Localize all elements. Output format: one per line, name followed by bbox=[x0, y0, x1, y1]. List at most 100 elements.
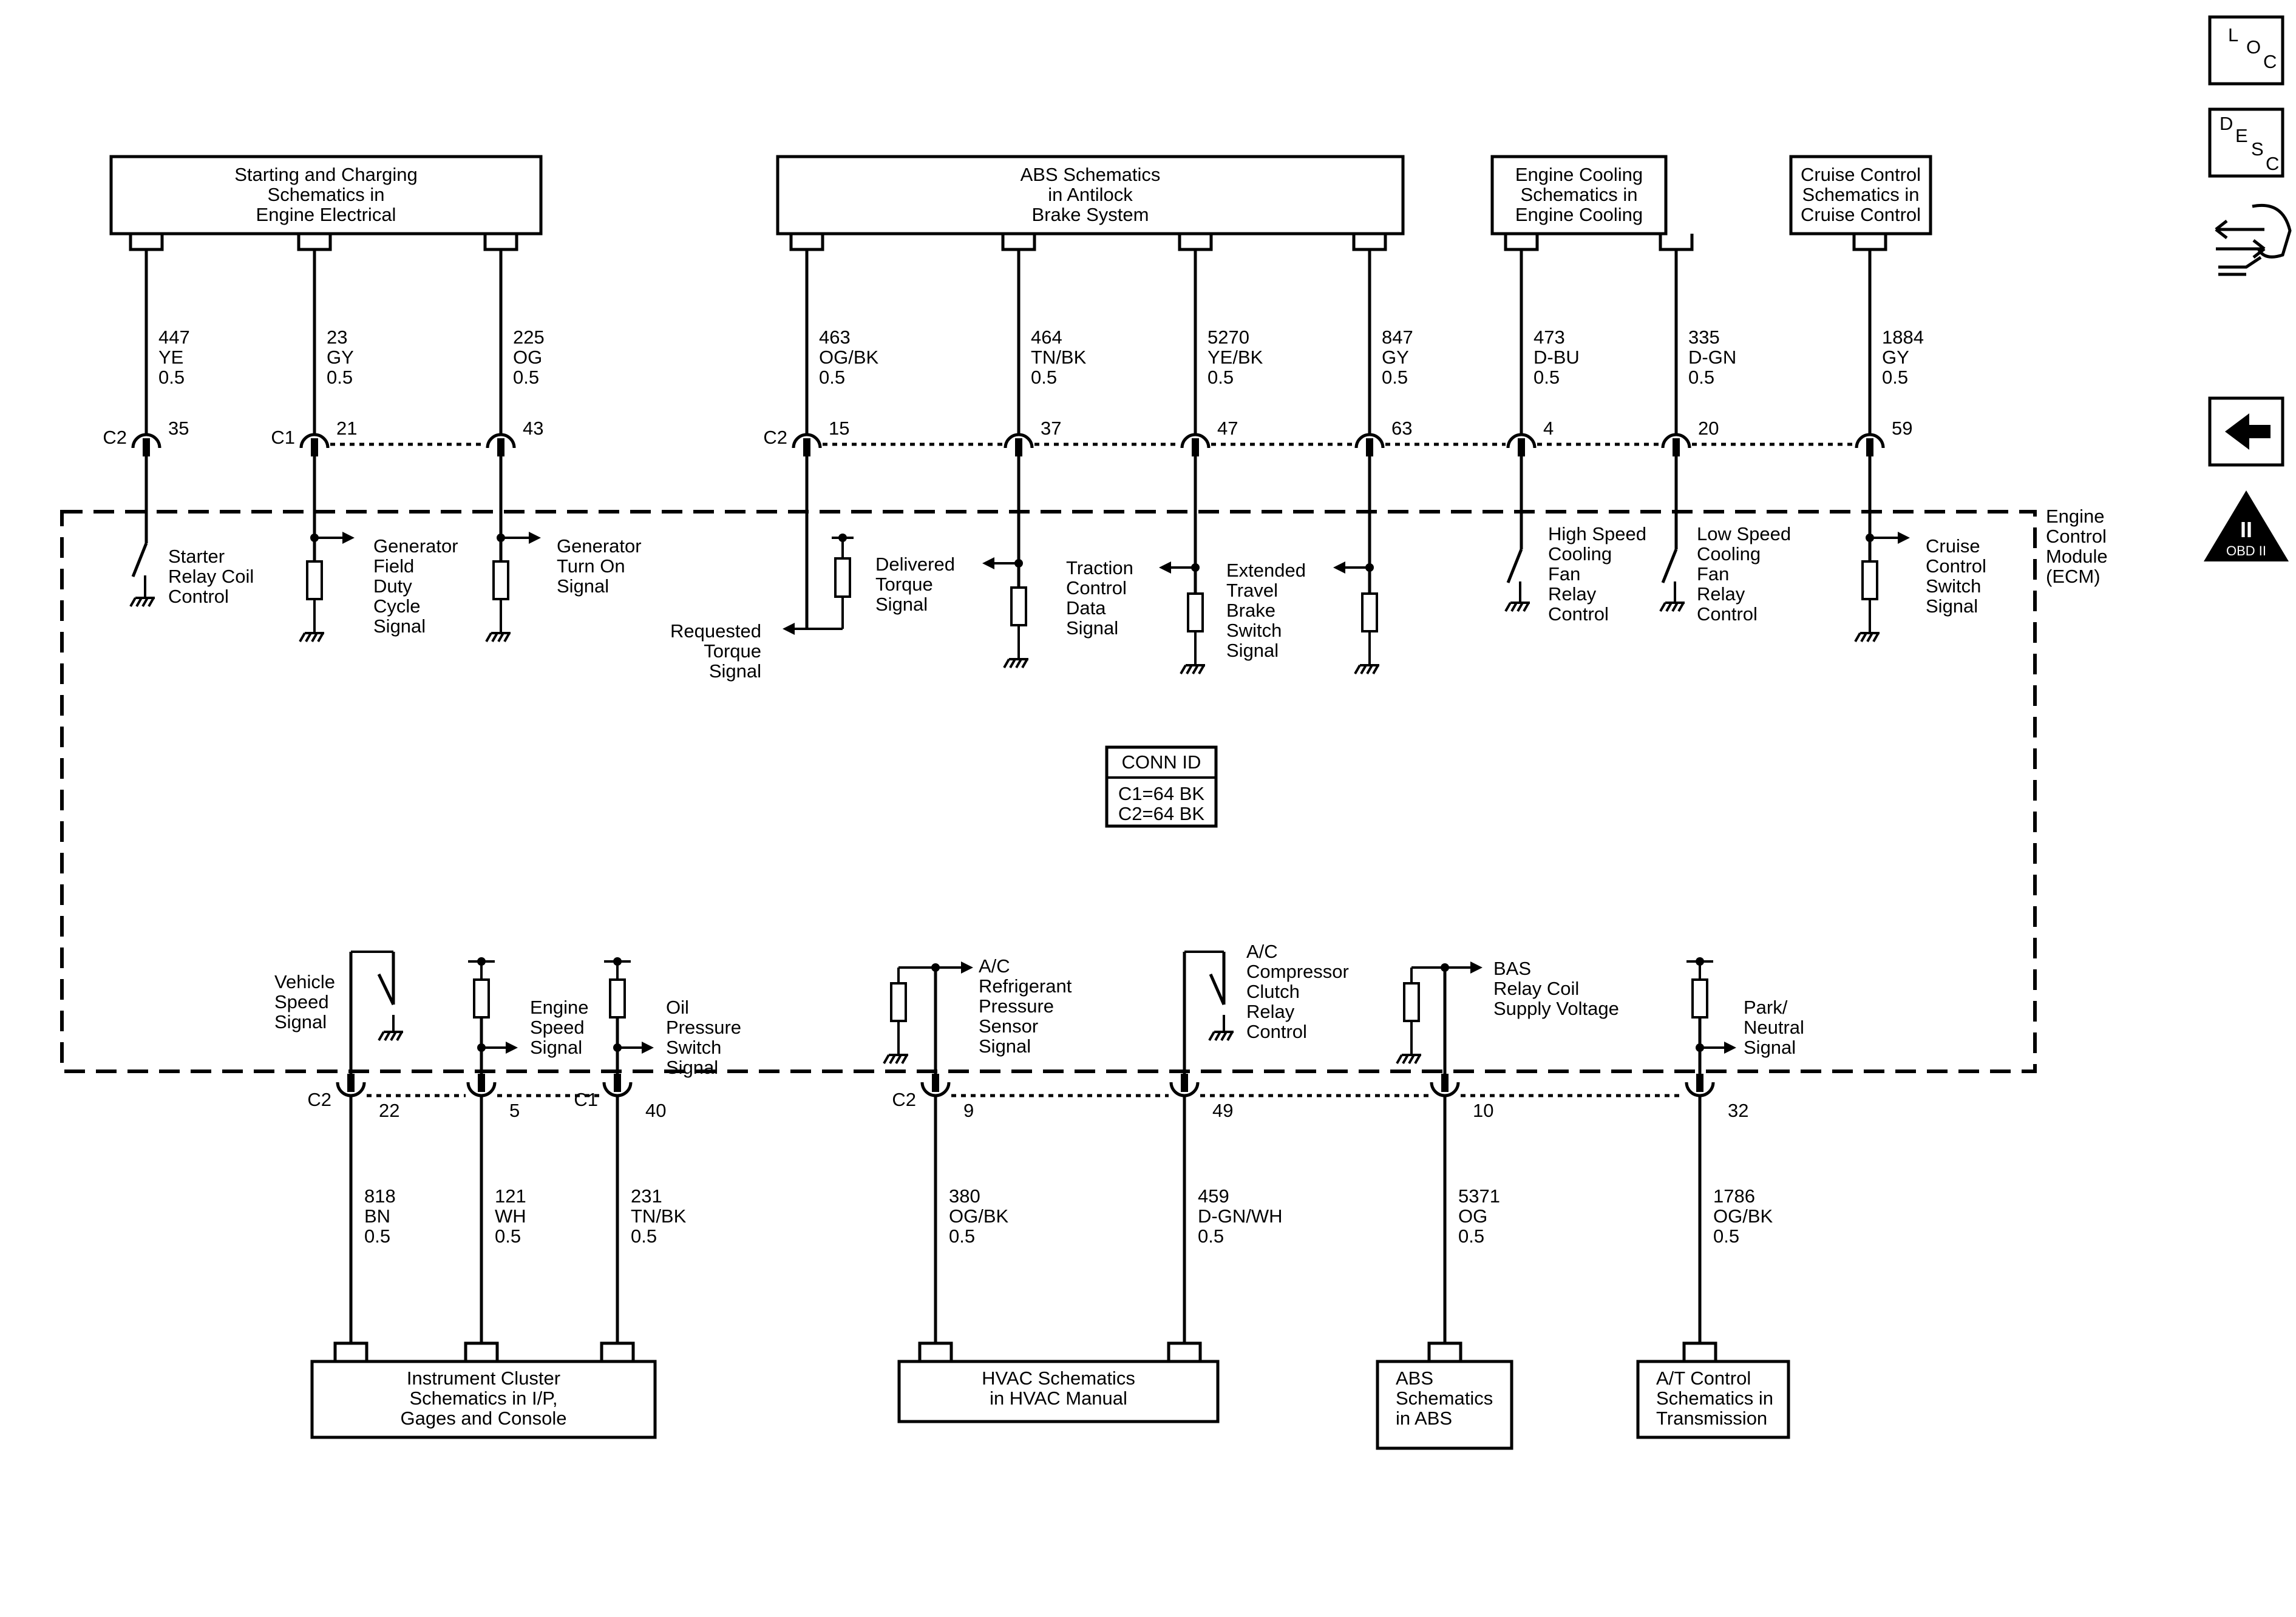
ground-hatch bbox=[503, 632, 511, 642]
harness-label: HVAC Schematics bbox=[982, 1368, 1135, 1389]
signal-arrow-left bbox=[1333, 561, 1370, 574]
terminal-bracket bbox=[1167, 1341, 1202, 1361]
function-label: Travel bbox=[1226, 580, 1278, 601]
ground-hatch bbox=[305, 632, 312, 642]
resistor bbox=[1010, 586, 1027, 626]
resistor bbox=[1361, 592, 1378, 632]
ground-hatch bbox=[148, 597, 155, 607]
connector-pin bbox=[1015, 438, 1022, 456]
function-label: Extended bbox=[1226, 560, 1306, 581]
function-label: Low Speed bbox=[1697, 523, 1791, 544]
function-label: Traction bbox=[1066, 557, 1133, 578]
function-label: Clutch bbox=[1246, 981, 1300, 1002]
connector-arc bbox=[336, 1082, 366, 1097]
ground-symbol bbox=[1396, 1044, 1421, 1064]
function-label: A/C bbox=[1246, 941, 1278, 962]
function-label: Pressure bbox=[666, 1017, 741, 1038]
harness-label: Schematics in bbox=[1802, 184, 1920, 205]
signal-arrow-left bbox=[783, 623, 807, 635]
harness-label: Gages and Console bbox=[400, 1408, 566, 1429]
obd-label: OBD II bbox=[2226, 543, 2266, 558]
module-label: Module bbox=[2046, 546, 2108, 567]
pin-number: 20 bbox=[1698, 418, 1719, 439]
ground-hatch bbox=[895, 1054, 902, 1064]
ground-symbol bbox=[1854, 622, 1880, 642]
arrow-head bbox=[342, 532, 355, 544]
wire-color: WH bbox=[495, 1205, 526, 1227]
ground-hatch bbox=[901, 1054, 908, 1064]
wire-color: D-GN bbox=[1688, 347, 1736, 368]
connector-id: C2 bbox=[892, 1089, 916, 1110]
harness-label: in Antilock bbox=[1048, 184, 1133, 205]
loc-frame[interactable] bbox=[2208, 15, 2284, 86]
function-label: Fan bbox=[1697, 563, 1729, 585]
loc-button[interactable]: LOC bbox=[2208, 15, 2284, 86]
connector-pin bbox=[932, 1074, 939, 1092]
desc-frame[interactable] bbox=[2208, 107, 2284, 178]
circuit-number: 380 bbox=[949, 1185, 980, 1207]
function-label: Cooling bbox=[1548, 543, 1612, 564]
connector-arc bbox=[1354, 433, 1385, 449]
ecm-outline bbox=[60, 510, 2037, 1073]
function-label: Cycle bbox=[373, 595, 421, 617]
arrow-head bbox=[961, 961, 973, 974]
harness-label: ABS bbox=[1396, 1368, 1433, 1389]
function-label: Control bbox=[1926, 555, 1986, 577]
ground-hatch bbox=[485, 632, 492, 642]
loc-letter: C bbox=[2263, 51, 2277, 72]
function-label: Relay bbox=[1697, 583, 1745, 605]
terminal-bracket bbox=[1001, 234, 1036, 251]
pin-number: 63 bbox=[1391, 418, 1412, 439]
function-label: Cruise bbox=[1926, 535, 1980, 557]
function-label: Oil bbox=[666, 997, 689, 1018]
ground-hatch bbox=[889, 1054, 896, 1064]
arrow-head bbox=[1724, 1042, 1736, 1054]
ground-hatch bbox=[497, 632, 504, 642]
function-label: Cooling bbox=[1697, 543, 1761, 564]
conn-id-line: C2=64 BK bbox=[1118, 803, 1205, 824]
harness-frame bbox=[1376, 1360, 1513, 1450]
harness-frame bbox=[310, 1360, 657, 1439]
harness-frame bbox=[1490, 155, 1668, 236]
wire-gauge: 0.5 bbox=[158, 367, 185, 388]
function-label: Signal bbox=[1226, 640, 1279, 661]
connector-view-icon[interactable] bbox=[2215, 203, 2292, 276]
terminal-bracket bbox=[129, 234, 164, 251]
wire-gauge: 0.5 bbox=[1882, 367, 1908, 388]
function-label: Relay bbox=[1246, 1001, 1295, 1022]
function-label: Data bbox=[1066, 597, 1106, 619]
connector-pin bbox=[311, 438, 318, 456]
function-label: Refrigerant bbox=[979, 975, 1072, 997]
function-label: Signal bbox=[979, 1036, 1031, 1057]
function-label: Signal bbox=[274, 1011, 327, 1032]
ground-hatch bbox=[129, 597, 137, 607]
pin-number: 59 bbox=[1892, 418, 1912, 439]
ground-symbol bbox=[129, 587, 155, 607]
ground-hatch bbox=[1015, 659, 1022, 668]
function-label: Torque bbox=[875, 574, 933, 595]
desc-letter: D bbox=[2220, 113, 2233, 134]
ground-hatch bbox=[311, 632, 318, 642]
function-label: Starter bbox=[168, 546, 225, 567]
terminal-bracket bbox=[1682, 1341, 1717, 1361]
obd-numeral: II bbox=[2240, 517, 2252, 542]
switch-blade bbox=[131, 543, 148, 577]
wire-color: GY bbox=[1882, 347, 1909, 368]
wire-gauge: 0.5 bbox=[1198, 1225, 1224, 1247]
connector-pin bbox=[1366, 438, 1373, 456]
terminal-bracket bbox=[918, 1341, 953, 1361]
back-button[interactable] bbox=[2208, 396, 2284, 467]
function-label: Signal bbox=[666, 1057, 718, 1078]
harness-label: Schematics in I/P, bbox=[409, 1388, 557, 1409]
wire-gauge: 0.5 bbox=[949, 1225, 975, 1247]
